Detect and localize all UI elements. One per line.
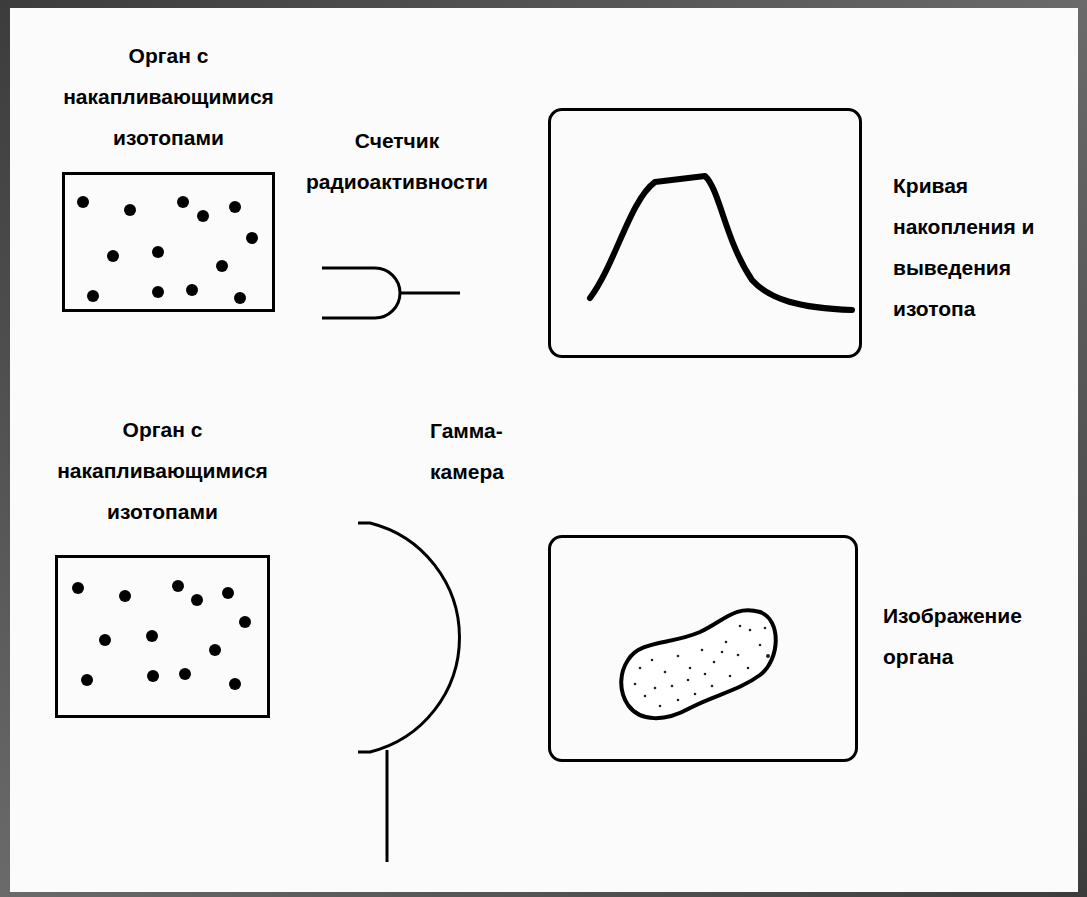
isotope-dots bbox=[77, 196, 258, 304]
box-caption: Изображение органа bbox=[883, 595, 1058, 677]
display-box: Кривая накопления и выведения изотопа bbox=[548, 108, 862, 358]
organ-stipple bbox=[634, 625, 770, 708]
organ-image bbox=[621, 610, 776, 718]
box-heading: Орган с накапливающимися изотопами bbox=[38, 409, 288, 532]
sheet bbox=[10, 8, 1078, 892]
isotope-dots bbox=[72, 580, 251, 690]
display-box: Изображение органа bbox=[548, 535, 858, 762]
counter-symbol bbox=[322, 268, 460, 318]
organ-box: Орган с накапливающимися изотопами bbox=[55, 555, 270, 718]
camera-label: Гамма- камера bbox=[430, 410, 530, 492]
box-heading: Орган с накапливающимися изотопами bbox=[44, 35, 294, 158]
counter-label: Счетчик радиоактивности bbox=[282, 120, 512, 202]
organ-box: Орган с накапливающимися изотопами bbox=[62, 172, 275, 312]
box-caption: Кривая накопления и выведения изотопа bbox=[893, 165, 1058, 329]
gamma-camera-symbol bbox=[358, 523, 459, 862]
activity-curve bbox=[590, 176, 852, 310]
